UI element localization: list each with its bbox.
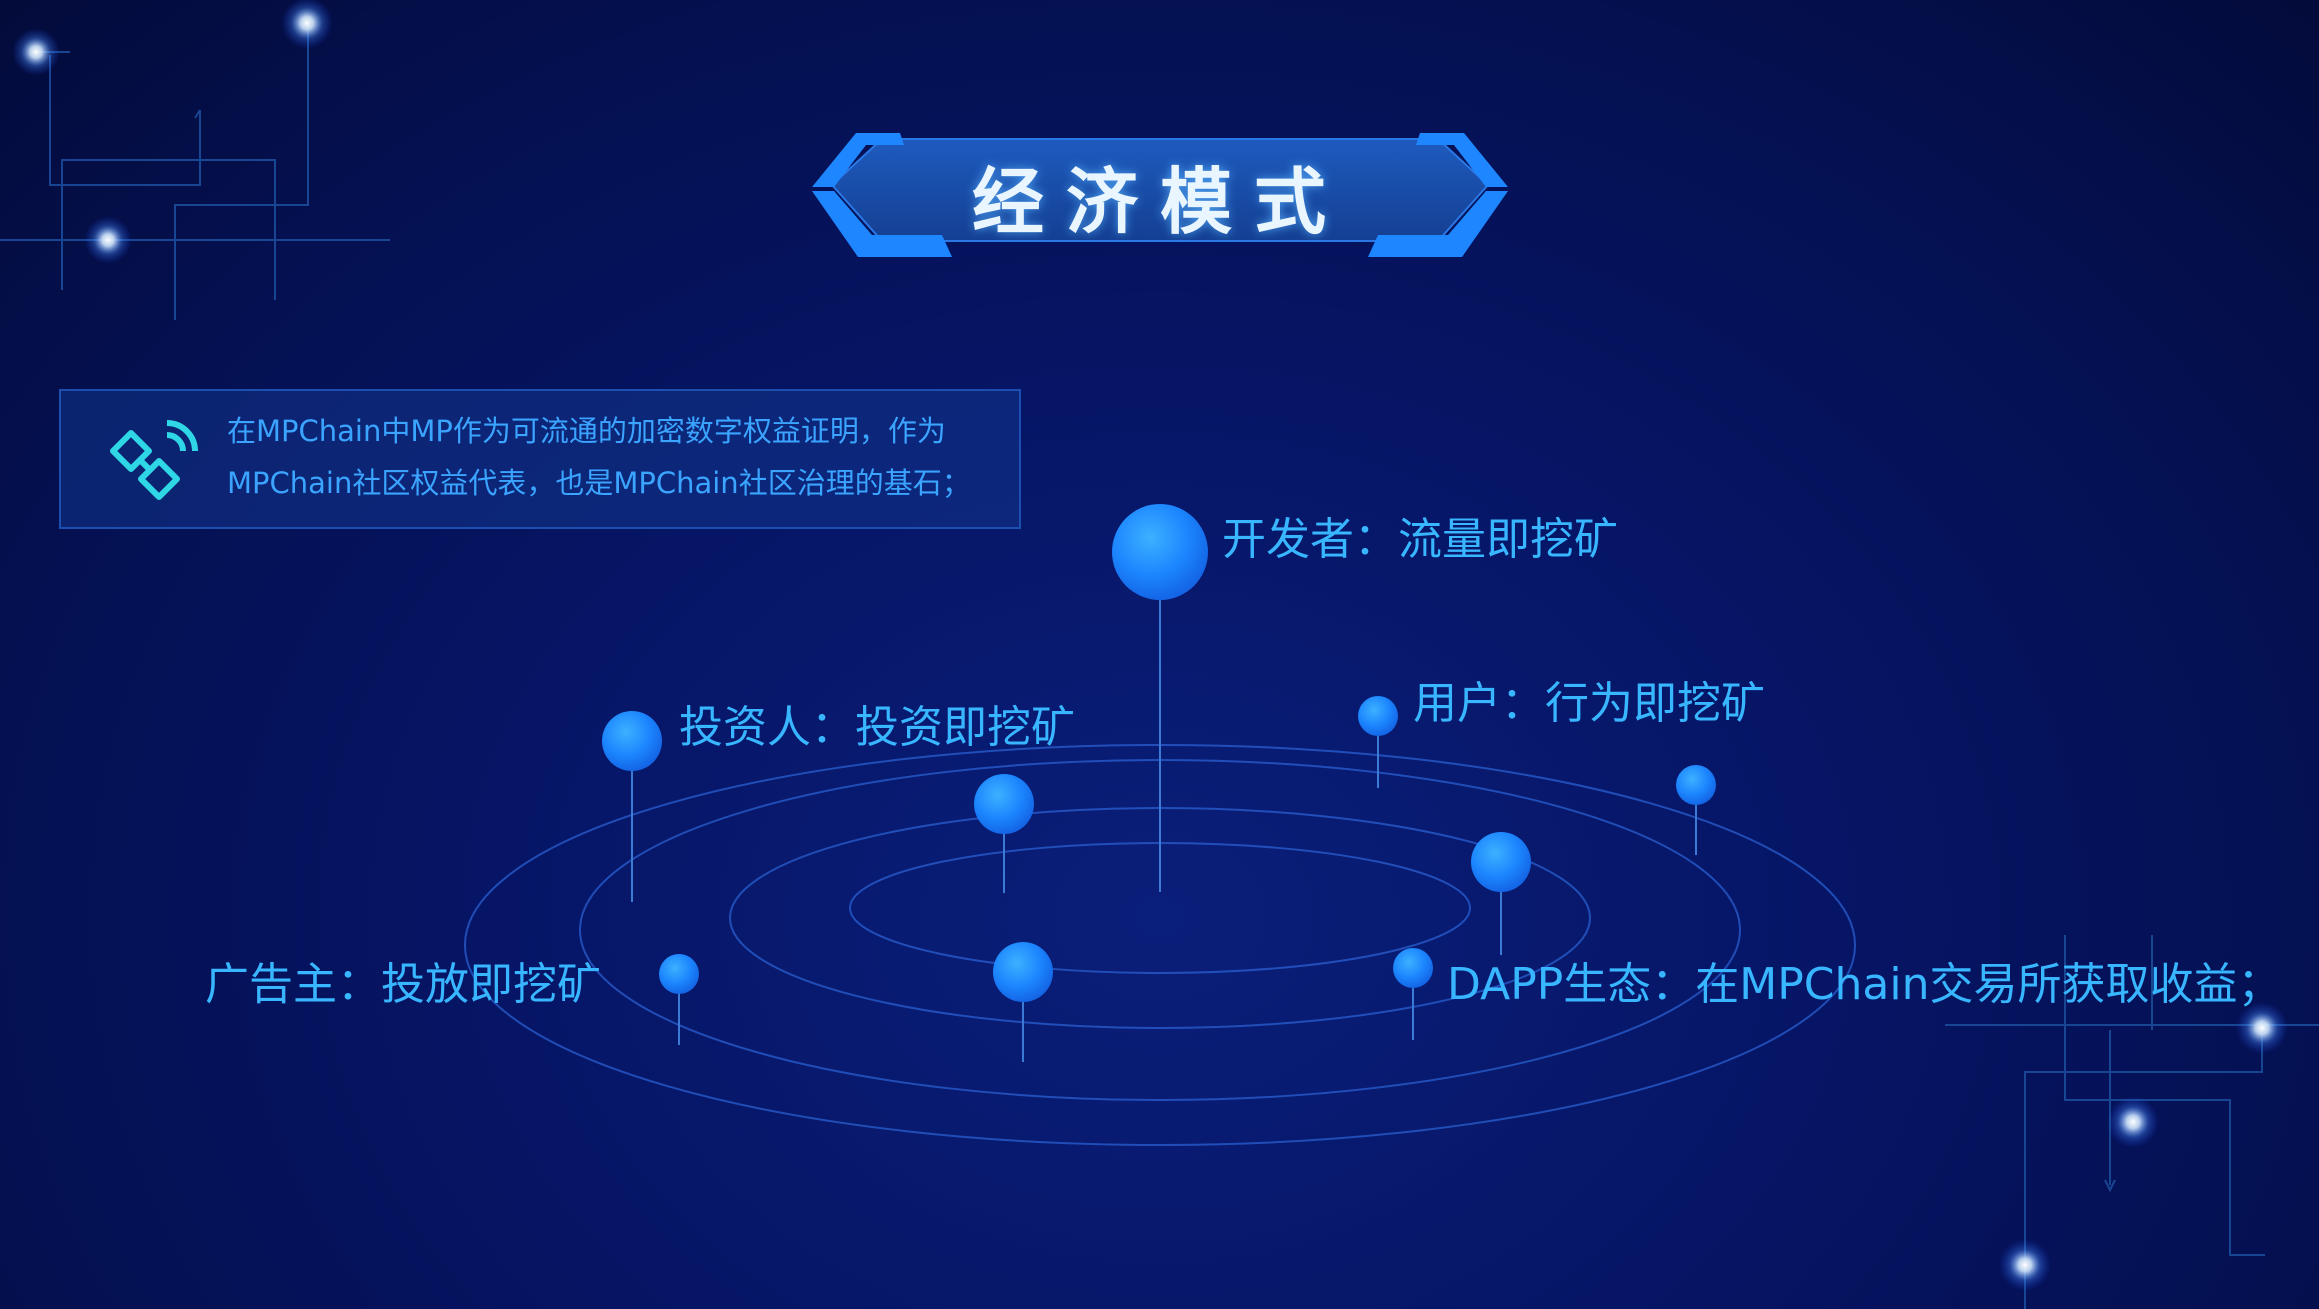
chain-link-wifi-icon [110, 420, 198, 500]
label-investor: 投资人：投资即挖矿 [679, 702, 1075, 753]
glow-dots [12, 0, 2288, 1291]
label-dapp: DAPP生态：在MPChain交易所获取收益； [1447, 959, 2282, 1010]
title-banner-shape [812, 133, 1508, 257]
pin-inner-left [974, 774, 1034, 893]
label-user: 用户：行为即挖矿 [1413, 678, 1765, 729]
pin-inner-right [1471, 832, 1531, 955]
pin-dapp [1393, 948, 1433, 1040]
pin-developer [1112, 504, 1208, 892]
pin-far-right [1676, 765, 1716, 855]
label-advertiser: 广告主：投放即挖矿 [205, 959, 601, 1010]
pin-investor [602, 711, 662, 902]
title-banner: 经济模式 [812, 125, 1508, 265]
pin-user [1358, 696, 1398, 788]
circuit-top-left [0, 25, 390, 320]
page-title: 经济模式 [971, 159, 1348, 244]
info-text: 在MPChain中MP作为可流通的加密数字权益证明，作为MPChain社区权益代… [227, 414, 971, 500]
info-box: 在MPChain中MP作为可流通的加密数字权益证明，作为MPChain社区权益代… [59, 389, 1021, 529]
pin-bottom-center [993, 942, 1053, 1062]
pin-advertiser [659, 954, 699, 1045]
label-developer: 开发者：流量即挖矿 [1222, 514, 1618, 565]
